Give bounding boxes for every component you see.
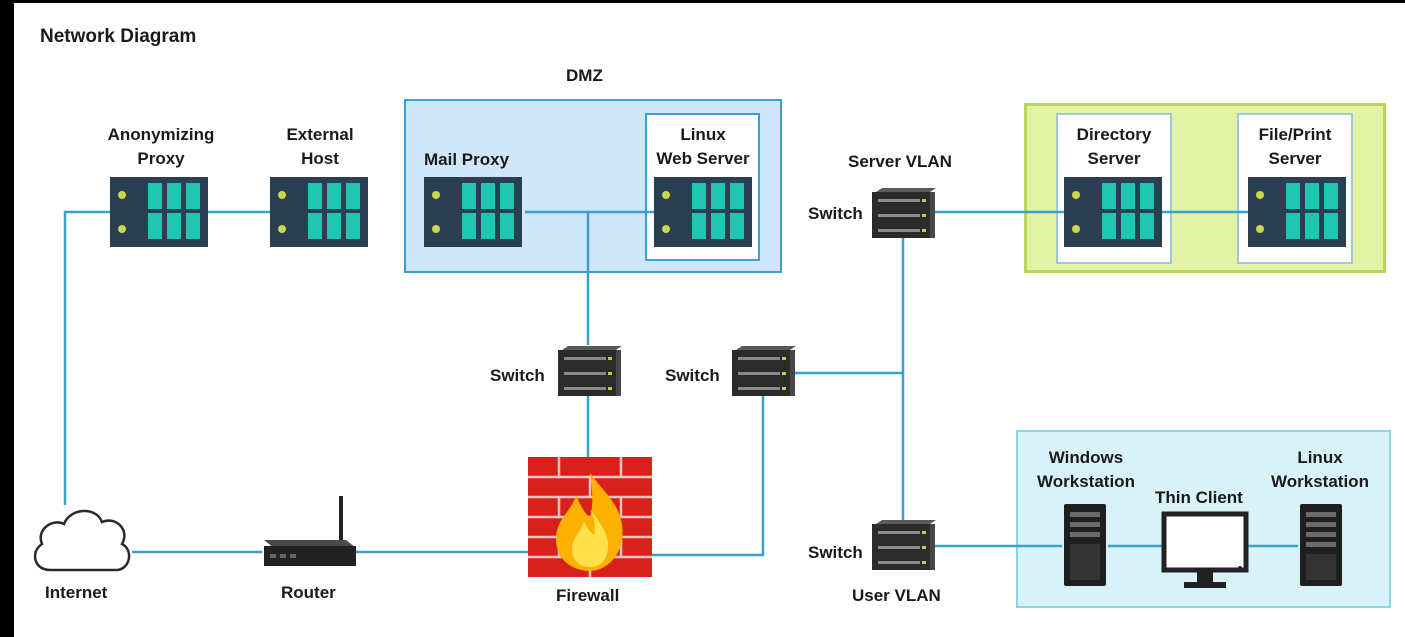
linux-web-server-label-line1: Linux [680,125,726,144]
server-vlan-label: Server VLAN [848,152,952,171]
user-switch-label: Switch [808,543,863,562]
cloud-icon[interactable] [28,500,136,576]
linux-workstation-label: Linux Workstation [1264,446,1376,494]
windows-workstation-label-line1: Windows [1048,448,1124,467]
dmz-switch-label: Switch [490,366,545,385]
anonymizing-proxy-server-icon[interactable] [110,177,208,247]
firewall-label: Firewall [556,586,620,605]
server-switch-icon[interactable] [870,186,936,240]
linux-web-server-icon[interactable] [654,177,752,247]
link-internet-anonproxy [63,210,112,505]
top-border [14,0,1405,3]
thin-client-label: Thin Client [1155,488,1243,507]
linux-workstation-label-line1: Linux [1297,448,1343,467]
mail-proxy-server-icon[interactable] [424,177,522,247]
left-border [0,0,14,637]
firewall-icon[interactable] [528,457,652,577]
linux-web-server-label: Linux Web Server [648,123,758,171]
file-print-server-label: File/Print Server [1239,123,1351,171]
windows-workstation-icon[interactable] [1062,502,1108,588]
anonymizing-proxy-label-line2: Proxy [137,149,185,168]
dmz-switch-icon[interactable] [556,344,622,398]
directory-server-label-line2: Server [1087,149,1141,168]
windows-workstation-label: Windows Workstation [1030,446,1142,494]
server-switch-label: Switch [808,204,863,223]
windows-workstation-label-line2: Workstation [1037,472,1135,491]
external-host-label-line1: External [286,125,354,144]
user-switch-icon[interactable] [870,518,936,572]
external-host-label: External Host [268,123,372,171]
link-switch-serverswitch [795,238,905,375]
directory-server-label: Directory Server [1058,123,1170,171]
external-host-label-line2: Host [301,149,339,168]
file-print-server-icon[interactable] [1248,177,1346,247]
linux-workstation-label-line2: Workstation [1271,472,1369,491]
diagram-title: Network Diagram [40,26,197,47]
router-icon[interactable] [260,494,360,572]
directory-server-icon[interactable] [1064,177,1162,247]
external-host-server-icon[interactable] [270,177,368,247]
file-print-server-label-line1: File/Print [1258,125,1332,144]
anonymizing-proxy-label-line1: Anonymizing [107,125,215,144]
linux-web-server-label-line2: Web Server [656,149,750,168]
directory-server-label-line1: Directory [1076,125,1152,144]
dmz-label: DMZ [566,66,603,85]
thin-client-monitor-icon[interactable] [1160,510,1250,592]
link-firewall-switch [650,395,765,557]
user-vlan-label: User VLAN [852,586,941,605]
router-label: Router [281,583,336,602]
core-switch-label: Switch [665,366,720,385]
anonymizing-proxy-label: Anonymizing Proxy [104,123,218,171]
core-switch-icon[interactable] [730,344,796,398]
mail-proxy-label: Mail Proxy [424,150,510,169]
internet-label: Internet [45,583,108,602]
file-print-server-label-line2: Server [1268,149,1322,168]
linux-workstation-icon[interactable] [1298,502,1344,588]
